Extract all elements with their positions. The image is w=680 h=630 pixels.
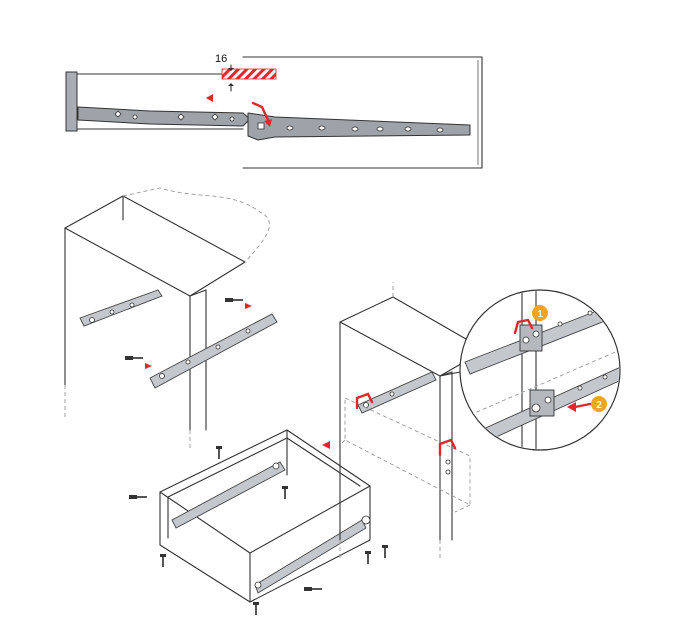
arrow-icon [145,363,152,369]
svg-text:2: 2 [596,400,602,411]
svg-text:1: 1 [537,309,543,320]
hatch-spacer [221,68,277,80]
detail-magnifier: 1 2 [439,289,621,451]
drawer-left-rail [171,461,286,529]
push-arrow-icon [573,402,592,409]
detail-upper-rail [464,299,619,375]
arrow-icon [206,94,213,102]
lever-icon [438,438,457,457]
screw-icon [125,356,143,360]
screw-icon [216,446,222,459]
left-outer-rail [149,313,278,389]
screw-icon [304,587,322,591]
step-badge-2: 2 [591,396,607,412]
screw-icon [253,602,259,615]
arrow-icon [322,441,330,449]
right-cabinet [339,282,486,560]
arrow-icon [245,303,252,309]
lever-icon [355,392,374,410]
left-inner-rail [79,289,163,327]
screw-icon [129,495,147,499]
cabinet-panel [242,56,483,169]
drawer-box [129,429,388,615]
cabinet-top [64,195,246,297]
drawer-position-outline [344,397,471,506]
cabinet-rail [247,112,471,141]
screw-icon [282,486,288,499]
cabinet-rail-holes [257,122,444,133]
drawer-right-rail [254,519,367,594]
lever-icon [513,318,534,335]
left-cabinet [64,187,278,450]
drawer-front [65,71,78,132]
lock-arrow-icon [251,101,270,122]
screw-icon [365,551,371,564]
screw-icon [225,298,243,302]
dimension-label: 16 [215,53,227,65]
step-badge-1: 1 [532,305,548,321]
screw-icon [382,545,388,558]
drawer-rail-holes [114,110,235,122]
ghost-outline [122,187,270,263]
right-cabinet-rail [357,371,437,414]
top-detail: 16 [65,53,483,169]
drawer-rail [77,106,251,127]
screw-icon [160,554,166,567]
